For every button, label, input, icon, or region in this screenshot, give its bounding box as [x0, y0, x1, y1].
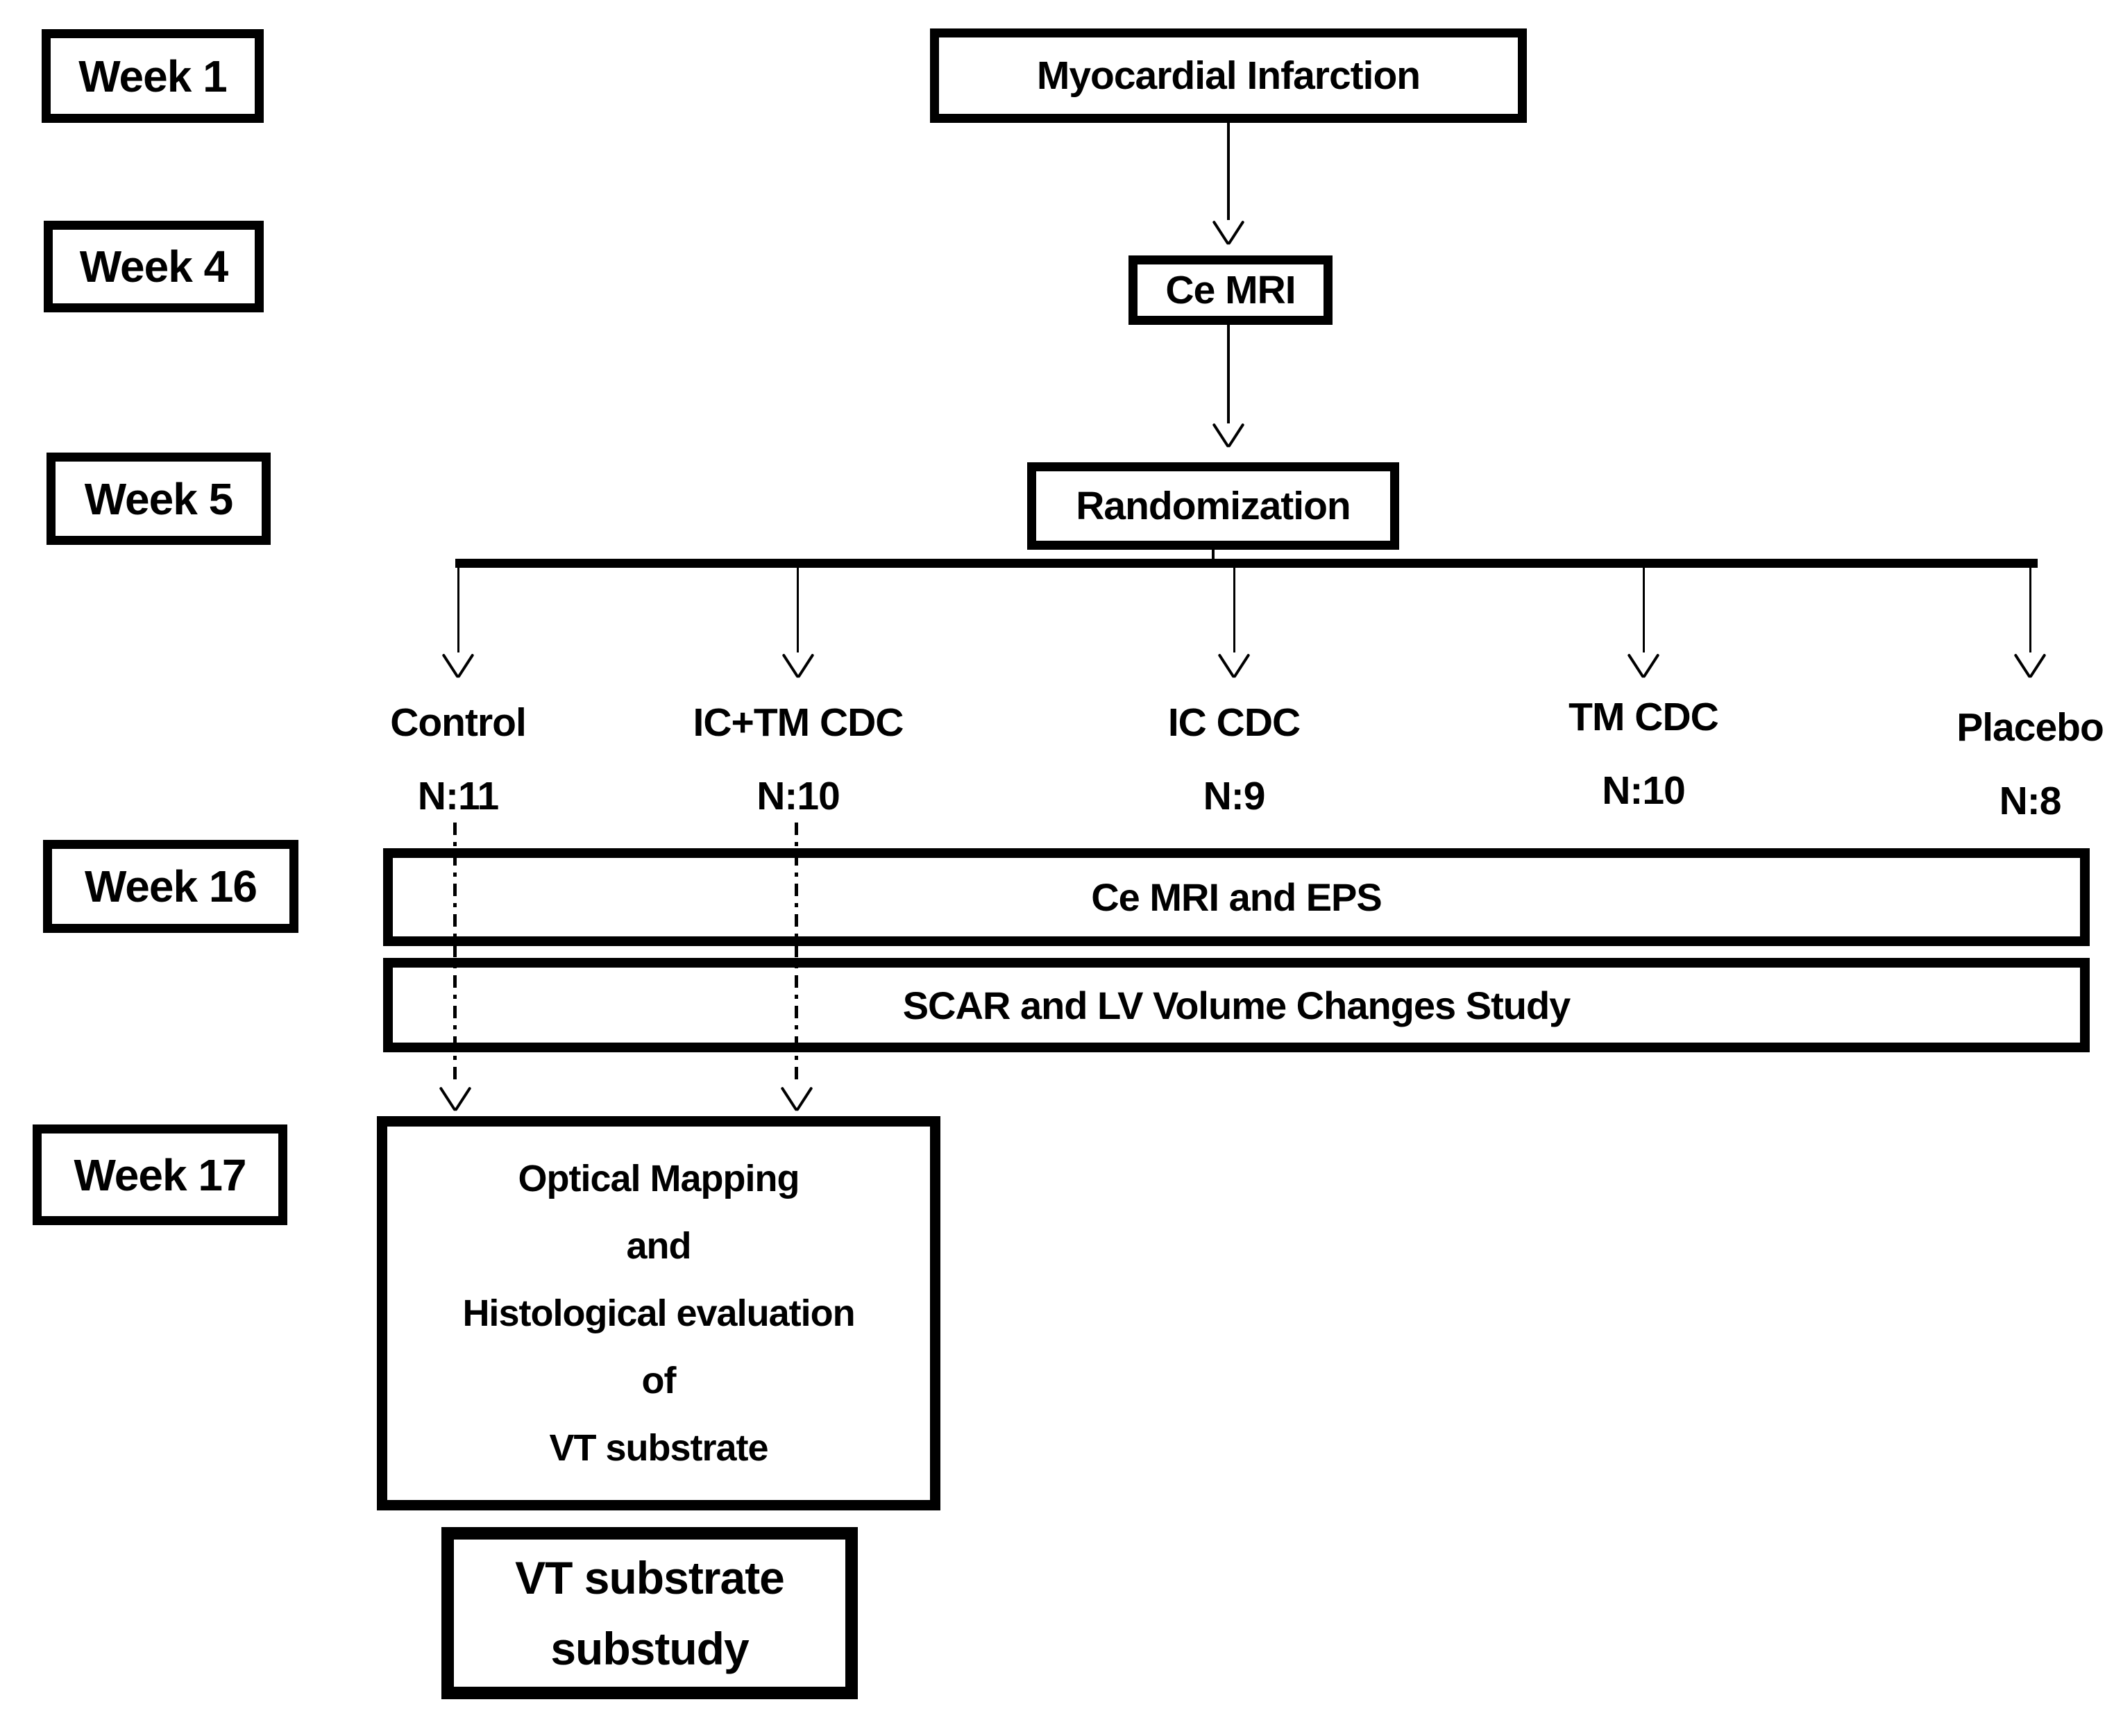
week-4-badge: Week 4 — [44, 221, 264, 312]
optical-mapping-line-3: Histological evaluation — [462, 1292, 855, 1334]
arm-tm-name: TM CDC — [1568, 695, 1719, 739]
arrow-arm-ic-head — [1219, 654, 1249, 677]
ce-mri-eps-box: Ce MRI and EPS — [383, 848, 2090, 946]
arrow-arm-ictm-head — [783, 654, 813, 677]
randomization-box: Randomization — [1027, 462, 1399, 550]
week-5-badge: Week 5 — [46, 453, 271, 545]
week-1-badge: Week 1 — [42, 29, 264, 123]
scar-lv-box: SCAR and LV Volume Changes Study — [383, 958, 2090, 1052]
vt-substudy-line-2: substudy — [550, 1623, 749, 1674]
optical-mapping-box: Optical Mapping and Histological evaluat… — [377, 1116, 940, 1510]
arm-label-placebo: Placebo N:8 — [1877, 705, 2114, 824]
optical-mapping-line-4: of — [641, 1359, 677, 1401]
arrow-mi-to-cemri-shaft — [1227, 123, 1230, 220]
dashed-arrow-ictm-head — [781, 1087, 812, 1111]
dashed-arrow-ictm-shaft — [795, 823, 798, 1086]
arm-ic-name: IC CDC — [1167, 700, 1301, 745]
arm-control-n: N:11 — [417, 774, 499, 818]
week-1-label: Week 1 — [78, 51, 227, 101]
arrow-mi-to-cemri-head — [1213, 221, 1244, 244]
arm-placebo-n: N:8 — [1999, 779, 2062, 823]
arm-ictm-n: N:10 — [756, 774, 840, 818]
arm-label-ictm-cdc: IC+TM CDC N:10 — [645, 700, 951, 819]
arrow-arm-ic-shaft — [1233, 568, 1235, 652]
arrow-cemri-to-randomization-shaft — [1227, 325, 1230, 423]
scar-lv-label: SCAR and LV Volume Changes Study — [902, 983, 1571, 1027]
week-16-badge: Week 16 — [43, 840, 298, 933]
arm-ic-n: N:9 — [1203, 774, 1266, 818]
arrow-arm-placebo-head — [2015, 654, 2045, 677]
week-16-label: Week 16 — [85, 861, 257, 911]
ce-mri-box: Ce MRI — [1128, 255, 1333, 325]
arrow-arm-ictm-shaft — [797, 568, 799, 652]
arm-label-control: Control N:11 — [305, 700, 611, 819]
myocardial-infarction-label: Myocardial Infarction — [1036, 53, 1421, 98]
arrow-arm-control-shaft — [457, 568, 459, 652]
arm-ictm-name: IC+TM CDC — [693, 700, 904, 745]
week-5-label: Week 5 — [84, 473, 233, 524]
week-17-label: Week 17 — [74, 1149, 247, 1200]
arrow-arm-control-head — [443, 654, 473, 677]
randomization-label: Randomization — [1076, 484, 1351, 528]
arm-label-ic-cdc: IC CDC N:9 — [1081, 700, 1387, 819]
randomization-branch-connector — [1212, 548, 1215, 559]
dashed-arrow-control-shaft — [453, 823, 457, 1086]
myocardial-infarction-box: Myocardial Infarction — [930, 28, 1527, 123]
optical-mapping-line-1: Optical Mapping — [518, 1157, 800, 1199]
branch-bar — [455, 559, 2038, 568]
ce-mri-label: Ce MRI — [1165, 268, 1296, 312]
arm-placebo-name: Placebo — [1956, 705, 2104, 750]
arrow-arm-placebo-shaft — [2029, 568, 2031, 652]
vt-substrate-substudy-box: VT substrate substudy — [441, 1527, 858, 1699]
arm-control-name: Control — [390, 700, 527, 745]
dashed-arrow-control-head — [440, 1087, 471, 1111]
arm-tm-n: N:10 — [1602, 768, 1686, 813]
arm-label-tm-cdc: TM CDC N:10 — [1491, 694, 1796, 814]
arrow-cemri-to-randomization-head — [1213, 423, 1244, 447]
arrow-arm-tm-shaft — [1643, 568, 1645, 652]
week-17-badge: Week 17 — [33, 1124, 287, 1225]
vt-substudy-line-1: VT substrate — [515, 1552, 785, 1603]
optical-mapping-line-5: VT substrate — [549, 1426, 768, 1469]
week-4-label: Week 4 — [79, 242, 228, 292]
ce-mri-eps-label: Ce MRI and EPS — [1091, 875, 1382, 919]
optical-mapping-line-2: and — [626, 1224, 691, 1267]
arrow-arm-tm-head — [1628, 654, 1659, 677]
